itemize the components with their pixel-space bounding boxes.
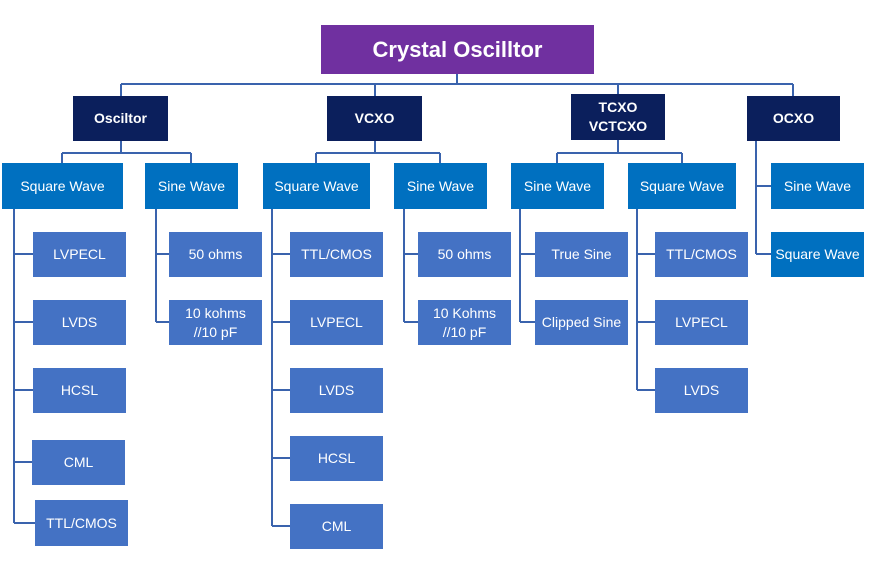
connector-line [755,141,771,255]
leaf-node: LVPECL [33,232,126,277]
category-node: VCXO [327,96,422,141]
connector-line [315,141,441,163]
leaf-node: HCSL [33,368,126,413]
connector-line [556,140,683,163]
leaf-node: LVDS [655,368,748,413]
leaf-node: 50 ohms [418,232,511,277]
connector-line [61,141,192,163]
root-node: Crystal Oscilltor [321,25,594,74]
leaf-node: 10 kohms //10 pF [169,300,262,345]
output-node: Sine Wave [771,163,864,209]
connector-line [120,74,794,96]
leaf-node: LVDS [33,300,126,345]
output-node: Sine Wave [145,163,238,209]
connector-line [519,209,535,323]
leaf-node: LVPECL [655,300,748,345]
category-node: TCXO VCTCXO [571,94,665,140]
leaf-node: CML [32,440,125,485]
connector-line [13,209,35,524]
leaf-node: True Sine [535,232,628,277]
leaf-node: CML [290,504,383,549]
leaf-node: 10 Kohms //10 pF [418,300,511,345]
connector-line [636,209,655,391]
output-node: Square Wave [771,232,864,277]
output-node: Square Wave [628,163,736,209]
leaf-node: TTL/CMOS [655,232,748,277]
category-node: Osciltor [73,96,168,141]
connector-line [271,209,290,527]
output-node: Square Wave [2,163,123,209]
leaf-node: Clipped Sine [535,300,628,345]
leaf-node: HCSL [290,436,383,481]
connector-line [155,209,169,323]
output-node: Sine Wave [511,163,604,209]
leaf-node: TTL/CMOS [290,232,383,277]
output-node: Square Wave [263,163,370,209]
leaf-node: 50 ohms [169,232,262,277]
leaf-node: TTL/CMOS [35,500,128,546]
leaf-node: LVPECL [290,300,383,345]
connector-line [403,209,418,323]
output-node: Sine Wave [394,163,487,209]
leaf-node: LVDS [290,368,383,413]
category-node: OCXO [747,96,840,141]
